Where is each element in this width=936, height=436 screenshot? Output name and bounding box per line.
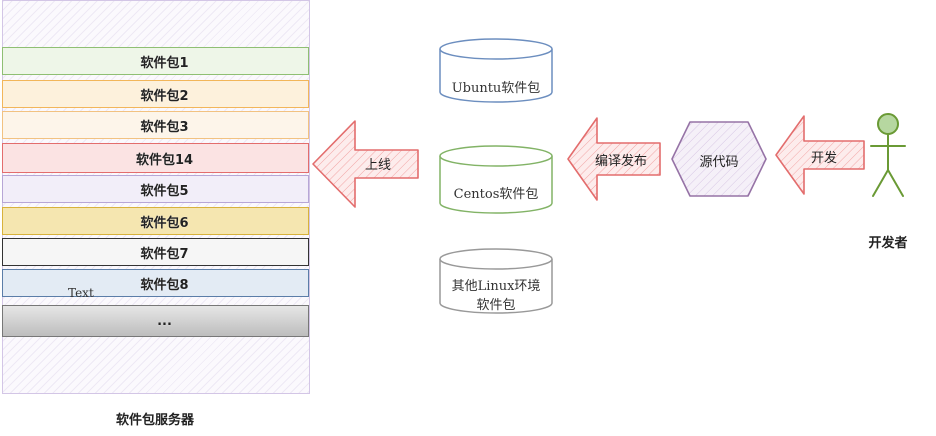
- other-linux-repo-label-line2: 软件包: [476, 298, 516, 313]
- package-label: 软件包8: [140, 277, 189, 293]
- package-row: 软件包7: [2, 238, 309, 266]
- package-row: 软件包8: [2, 269, 309, 297]
- developer-figure: [870, 113, 906, 197]
- package-label: 软件包1: [140, 55, 189, 71]
- developer-label: 开发者: [868, 236, 908, 251]
- package-row: 软件包14: [2, 143, 309, 173]
- compile-label: 编译发布: [594, 154, 647, 169]
- package-row: 软件包1: [2, 47, 309, 75]
- package-row: 软件包5: [2, 175, 309, 203]
- package-label: ...: [157, 313, 172, 329]
- other-linux-repo-cylinder: [439, 248, 553, 314]
- ubuntu-repo-label: Ubuntu软件包: [451, 81, 541, 96]
- release-arrow: [312, 120, 419, 208]
- package-label: 软件包6: [140, 215, 189, 231]
- package-row: 软件包3: [2, 111, 309, 139]
- text-label: Text: [68, 286, 94, 300]
- package-more-row: ...: [2, 305, 309, 337]
- server-title: 软件包服务器: [115, 413, 194, 428]
- package-row: 软件包6: [2, 207, 309, 235]
- centos-repo-label: Centos软件包: [453, 187, 539, 202]
- package-label: 软件包2: [140, 88, 189, 104]
- develop-arrow: [775, 115, 865, 195]
- package-label: 软件包3: [140, 119, 189, 135]
- ubuntu-repo-cylinder: [439, 38, 553, 103]
- package-label: 软件包7: [140, 246, 189, 262]
- package-label: 软件包5: [140, 183, 189, 199]
- release-label: 上线: [364, 158, 391, 173]
- develop-label: 开发: [810, 151, 837, 166]
- other-linux-repo-label-line1: 其他Linux环境: [451, 279, 541, 294]
- centos-repo-cylinder: [439, 145, 553, 214]
- package-row: 软件包2: [2, 80, 309, 108]
- source-code-hexagon: [671, 121, 767, 197]
- package-label: 软件包14: [135, 152, 194, 168]
- source-code-label: 源代码: [699, 155, 739, 170]
- compile-arrow: [567, 117, 661, 201]
